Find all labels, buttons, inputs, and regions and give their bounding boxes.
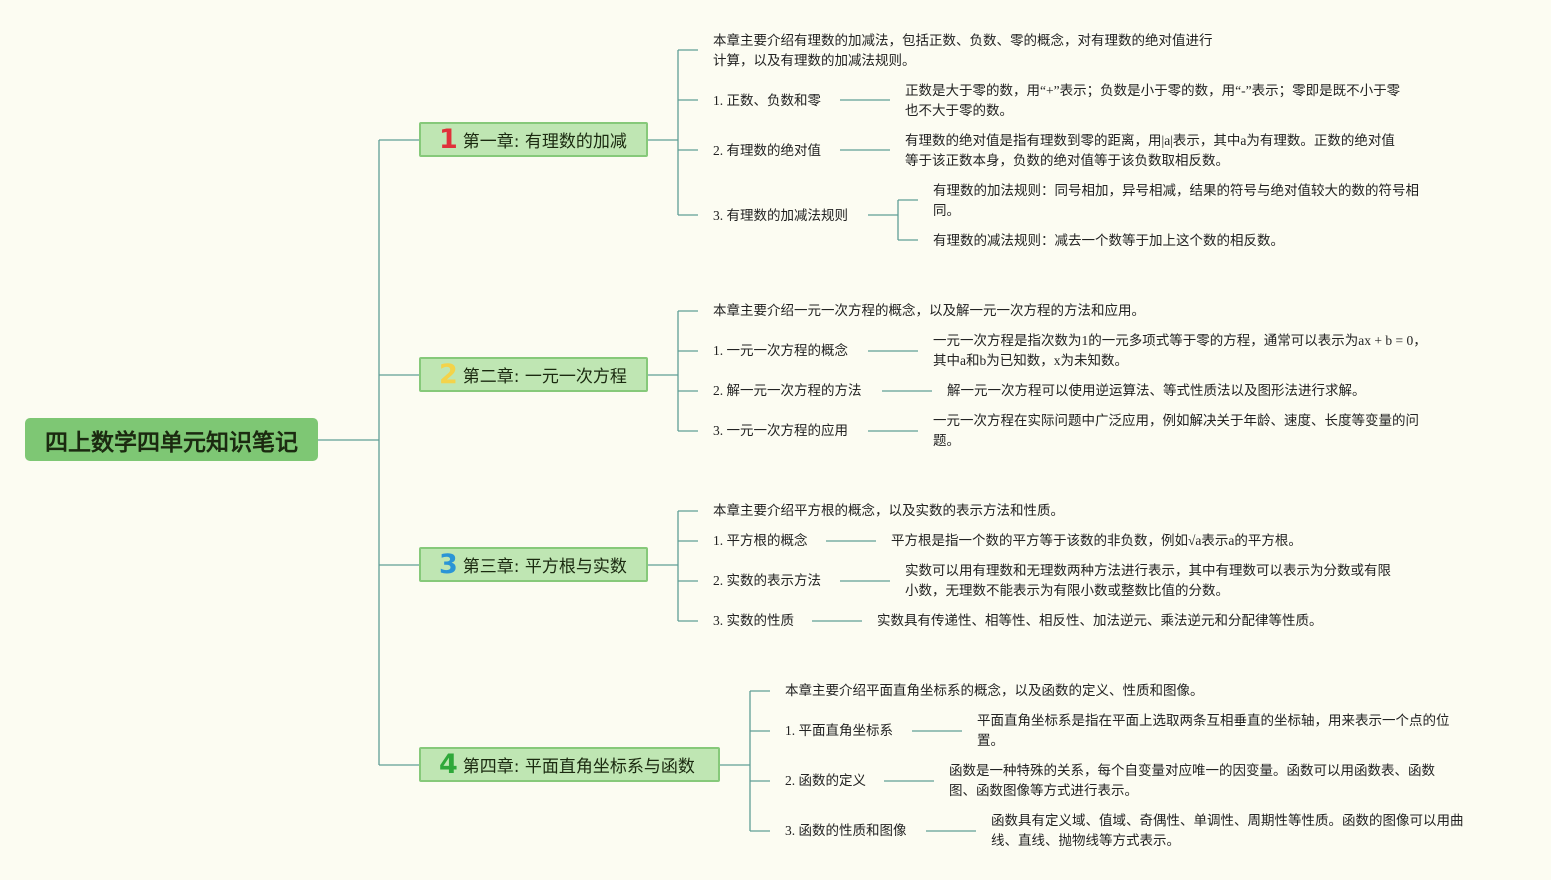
topic-1-3-detail-2: 有理数的减法规则：减去一个数等于加上这个数的相反数。	[933, 233, 1284, 248]
chapter-1-intro: 本章主要介绍有理数的加减法，包括正数、负数、零的概念，对有理数的绝对值进行计算，…	[713, 33, 1213, 68]
chapter-title: 第四章: 平面直角坐标系与函数	[462, 757, 695, 777]
topic-2-1-detail: 一元一次方程是指次数为1的一元多项式等于零的方程，通常可以表示为ax + b =…	[933, 333, 1427, 368]
chapter-number: 4	[439, 749, 458, 780]
chapter-title: 第一章: 有理数的加减	[462, 132, 627, 152]
chapter-number: 1	[439, 124, 458, 155]
topic-4-2[interactable]: 2. 函数的定义	[785, 773, 866, 788]
topic-4-1[interactable]: 1. 平面直角坐标系	[785, 723, 893, 738]
chapter-number: 2	[439, 359, 458, 390]
root-title: 四上数学四单元知识笔记	[45, 429, 298, 456]
topic-3-3-detail: 实数具有传递性、相等性、相反性、加法逆元、乘法逆元和分配律等性质。	[877, 613, 1323, 628]
topic-2-2-detail: 解一元一次方程可以使用逆运算法、等式性质法以及图形法进行求解。	[947, 383, 1366, 398]
topic-1-3[interactable]: 3. 有理数的加减法规则	[713, 208, 848, 223]
chapter-title: 第二章: 一元一次方程	[462, 367, 627, 387]
topic-4-2-detail: 函数是一种特殊的关系，每个自变量对应唯一的因变量。函数可以用函数表、函数图、函数…	[949, 763, 1435, 798]
topic-3-1[interactable]: 1. 平方根的概念	[713, 533, 808, 548]
topic-3-2-detail: 实数可以用有理数和无理数两种方法进行表示，其中有理数可以表示为分数或有限小数，无…	[905, 563, 1391, 598]
topic-4-1-detail: 平面直角坐标系是指在平面上选取两条互相垂直的坐标轴，用来表示一个点的位置。	[977, 713, 1450, 748]
topic-1-1[interactable]: 1. 正数、负数和零	[713, 93, 821, 108]
mindmap-root[interactable]: 四上数学四单元知识笔记	[25, 418, 318, 461]
chapter-2-intro: 本章主要介绍一元一次方程的概念，以及解一元一次方程的方法和应用。	[713, 303, 1145, 318]
topic-4-3[interactable]: 3. 函数的性质和图像	[785, 823, 907, 838]
topic-1-1-detail: 正数是大于零的数，用“+”表示；负数是小于零的数，用“-”表示；零即是既不小于零…	[905, 83, 1401, 118]
topic-4-3-detail: 函数具有定义域、值域、奇偶性、单调性、周期性等性质。函数的图像可以用曲线、直线、…	[991, 813, 1464, 848]
chapter-4-intro: 本章主要介绍平面直角坐标系的概念，以及函数的定义、性质和图像。	[785, 683, 1204, 698]
topic-3-1-detail: 平方根是指一个数的平方等于该数的非负数，例如√a表示a的平方根。	[891, 533, 1302, 548]
chapter-title: 第三章: 平方根与实数	[462, 557, 627, 577]
chapter-node-4[interactable]: 4 第四章: 平面直角坐标系与函数	[419, 747, 720, 782]
chapter-3-intro: 本章主要介绍平方根的概念，以及实数的表示方法和性质。	[713, 503, 1064, 518]
chapter-number: 3	[439, 549, 458, 580]
topic-3-3[interactable]: 3. 实数的性质	[713, 613, 794, 628]
chapter-node-3[interactable]: 3 第三章: 平方根与实数	[419, 547, 648, 582]
topic-3-2[interactable]: 2. 实数的表示方法	[713, 573, 821, 588]
topic-2-3[interactable]: 3. 一元一次方程的应用	[713, 423, 848, 438]
chapter-node-1[interactable]: 1 第一章: 有理数的加减	[419, 122, 648, 157]
chapter-node-2[interactable]: 2 第二章: 一元一次方程	[419, 357, 648, 392]
topic-1-3-detail-1: 有理数的加法规则：同号相加，异号相减，结果的符号与绝对值较大的数的符号相同。	[933, 183, 1419, 218]
topic-2-2[interactable]: 2. 解一元一次方程的方法	[713, 383, 862, 398]
topic-1-2[interactable]: 2. 有理数的绝对值	[713, 143, 821, 158]
topic-2-3-detail: 一元一次方程在实际问题中广泛应用，例如解决关于年龄、速度、长度等变量的问题。	[933, 413, 1419, 448]
topic-1-2-detail: 有理数的绝对值是指有理数到零的距离，用|a|表示，其中a为有理数。正数的绝对值等…	[905, 133, 1395, 168]
topic-2-1[interactable]: 1. 一元一次方程的概念	[713, 343, 848, 358]
